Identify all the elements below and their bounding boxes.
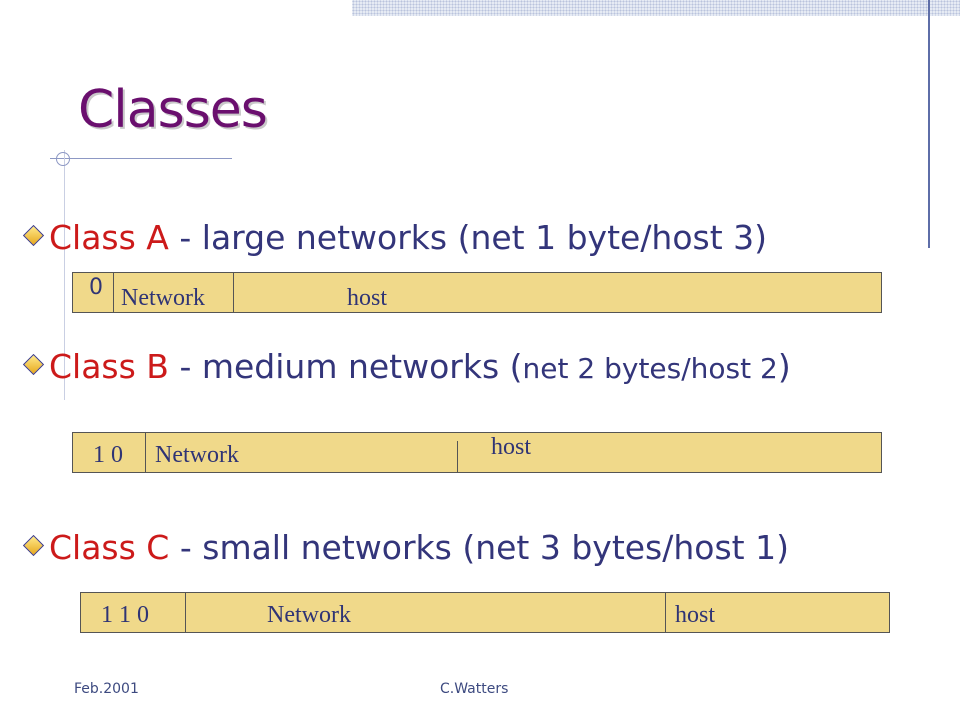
class-b-description-end: ): [777, 347, 791, 386]
class-b-name: Class B: [49, 347, 169, 386]
field-divider: [185, 593, 186, 632]
diamond-bullet-icon: [22, 534, 45, 557]
title-underline: [50, 158, 232, 159]
class-b-description: - medium networks (: [168, 347, 523, 386]
field-divider: [145, 433, 146, 472]
field-divider: [457, 441, 458, 472]
slide-title: Classes: [78, 80, 268, 140]
class-a-name: Class A: [49, 218, 169, 257]
class-c-name: Class C: [49, 528, 170, 567]
field-divider: [233, 273, 234, 312]
decorative-vertical-line: [928, 0, 930, 248]
decorative-dot-band: [352, 0, 960, 16]
diamond-bullet-icon: [22, 353, 45, 376]
class-a-host-label: host: [347, 285, 388, 311]
decorative-circle-icon: [56, 152, 70, 166]
class-b-address-field: 1 0 Network host: [72, 432, 882, 473]
class-c-description: - small networks (net 3 bytes/host 1): [169, 528, 789, 567]
class-b-bullet: Class B - medium networks (net 2 bytes/h…: [22, 347, 791, 386]
class-c-bullet: Class C - small networks (net 3 bytes/ho…: [22, 528, 789, 567]
class-b-description-detail: net 2 bytes/host 2: [522, 352, 778, 385]
decorative-left-line: [64, 150, 65, 400]
class-a-network-label: Network: [121, 285, 205, 311]
class-a-bullet: Class A - large networks (net 1 byte/hos…: [22, 218, 768, 257]
class-c-prefix-bits: 1 1 0: [101, 602, 149, 628]
class-b-network-label: Network: [155, 442, 239, 468]
footer-date: Feb.2001: [74, 681, 139, 697]
diamond-bullet-icon: [22, 224, 45, 247]
class-a-description: - large networks (net 1 byte/host 3): [168, 218, 768, 257]
class-a-address-field: 0 Network host: [72, 272, 882, 313]
class-c-address-field: 1 1 0 Network host: [80, 592, 890, 633]
class-c-host-label: host: [675, 602, 716, 628]
class-b-prefix-bits: 1 0: [93, 442, 123, 468]
class-b-host-label: host: [491, 434, 532, 460]
footer-author: C.Watters: [440, 681, 509, 697]
field-divider: [665, 593, 666, 632]
field-divider: [113, 273, 114, 312]
class-c-network-label: Network: [267, 602, 351, 628]
class-a-prefix-bits: 0: [89, 275, 103, 300]
